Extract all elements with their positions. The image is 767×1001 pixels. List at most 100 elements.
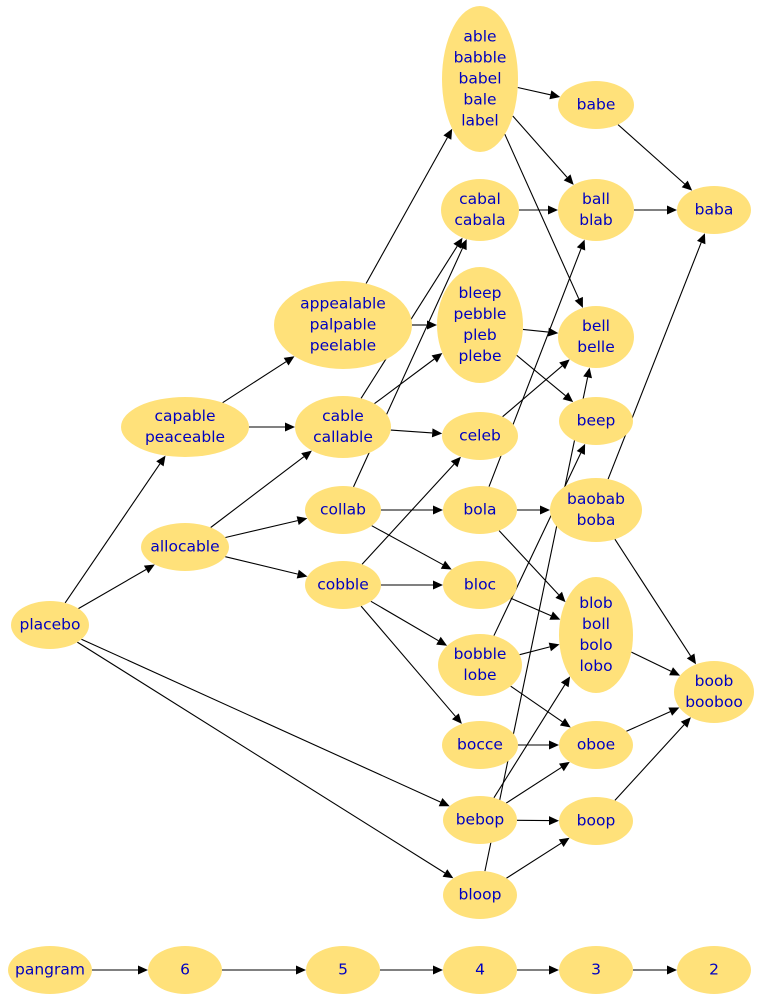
edge-line [78, 569, 147, 610]
arrowhead [143, 564, 155, 574]
arrowhead [680, 717, 691, 728]
node-shape [558, 179, 634, 241]
edge-ball-to-baba [634, 205, 677, 215]
edge-line [64, 463, 161, 604]
arrowhead [452, 713, 462, 724]
arrowhead [431, 353, 443, 363]
arrowhead [138, 965, 148, 975]
node-shape [558, 306, 634, 368]
arrowhead [549, 90, 561, 100]
arrowhead [450, 456, 461, 468]
arrowhead [433, 580, 443, 590]
edge-line [512, 115, 568, 178]
node-label: collab [320, 501, 366, 519]
node-label: 5 [338, 961, 348, 979]
edge-bloc-to-blob [510, 597, 561, 620]
node-shape [305, 486, 381, 534]
edge-line [222, 361, 287, 404]
node-label: cabal [459, 190, 501, 208]
node-label: bale [463, 91, 496, 109]
edge-line [504, 133, 580, 300]
node-label: babe [577, 96, 616, 114]
edge-cable-to-celeb [390, 428, 443, 438]
edges-layer [64, 86, 706, 975]
node-label: celeb [459, 427, 501, 445]
node-n2: 2 [677, 946, 751, 994]
edge-cobble-to-celeb [361, 456, 461, 565]
edge-allocable-to-cable [210, 450, 312, 528]
arrowhead [436, 636, 448, 646]
node-label: bleep [458, 284, 501, 302]
node-shape [141, 523, 229, 571]
node-label: bolo [579, 636, 612, 654]
arrowhead [442, 869, 454, 879]
node-shape [550, 478, 642, 542]
node-shape [677, 946, 751, 994]
edge-bebop-to-oboe [505, 761, 570, 804]
edge-line [505, 766, 562, 804]
node-label: allocable [150, 538, 219, 556]
edge-line [81, 638, 441, 803]
node-bebop: bebop [443, 796, 517, 844]
node-label: babble [454, 49, 507, 67]
arrowhead [433, 505, 443, 515]
node-label: capable [154, 407, 215, 425]
node-label: baobab [567, 490, 625, 508]
arrowhead [296, 965, 306, 975]
node-label: peelable [310, 337, 376, 355]
arrowhead [559, 359, 570, 370]
node-shape [443, 486, 517, 534]
edge-appealable-to-bleep [412, 320, 437, 330]
edge-appealable-to-able [365, 128, 453, 284]
arrowhead [697, 233, 706, 245]
node-bocce: bocce [442, 721, 518, 769]
arrowhead [443, 128, 453, 140]
edge-collab-to-bola [381, 505, 443, 515]
arrowhead [296, 569, 308, 579]
node-label: label [461, 112, 499, 130]
arrowhead [668, 707, 680, 716]
arrowhead [427, 320, 437, 330]
edge-capable-to-cable [249, 422, 295, 432]
arrowhead [440, 560, 452, 570]
node-shape [274, 281, 412, 369]
node-label: pangram [15, 961, 85, 979]
node-shape [306, 946, 380, 994]
node-label: beep [577, 412, 616, 430]
node-shape [677, 186, 751, 234]
node-allocable: allocable [141, 523, 229, 571]
node-label: appealable [300, 295, 386, 313]
node-label: able [463, 28, 496, 46]
arrowhead [301, 450, 312, 461]
arrowhead [540, 505, 550, 515]
edge-baobab-to-boob [614, 538, 696, 665]
edge-bleep-to-beep [516, 354, 574, 403]
edge-line [510, 597, 552, 617]
node-shape [437, 267, 523, 383]
edge-bobble-to-oboe [510, 685, 571, 728]
node-shape [442, 6, 518, 152]
node-label: plebe [458, 347, 501, 365]
arrowhead [563, 174, 574, 185]
node-label: boba [577, 511, 616, 529]
edge-line [225, 556, 298, 575]
edge-blob-to-boob [631, 651, 681, 676]
edge-line [631, 651, 672, 672]
edge-n4-to-n3 [517, 965, 559, 975]
node-label: bloop [459, 886, 502, 904]
node-shape [443, 871, 517, 919]
edge-line [360, 605, 456, 717]
arrowhead [458, 239, 467, 251]
node-label: bloc [464, 576, 496, 594]
node-bloc: bloc [443, 561, 517, 609]
node-babe: babe [558, 81, 634, 129]
node-label: 4 [475, 961, 485, 979]
edge-collab-to-bloc [371, 525, 452, 570]
node-shape [443, 796, 517, 844]
node-label: 3 [591, 961, 601, 979]
